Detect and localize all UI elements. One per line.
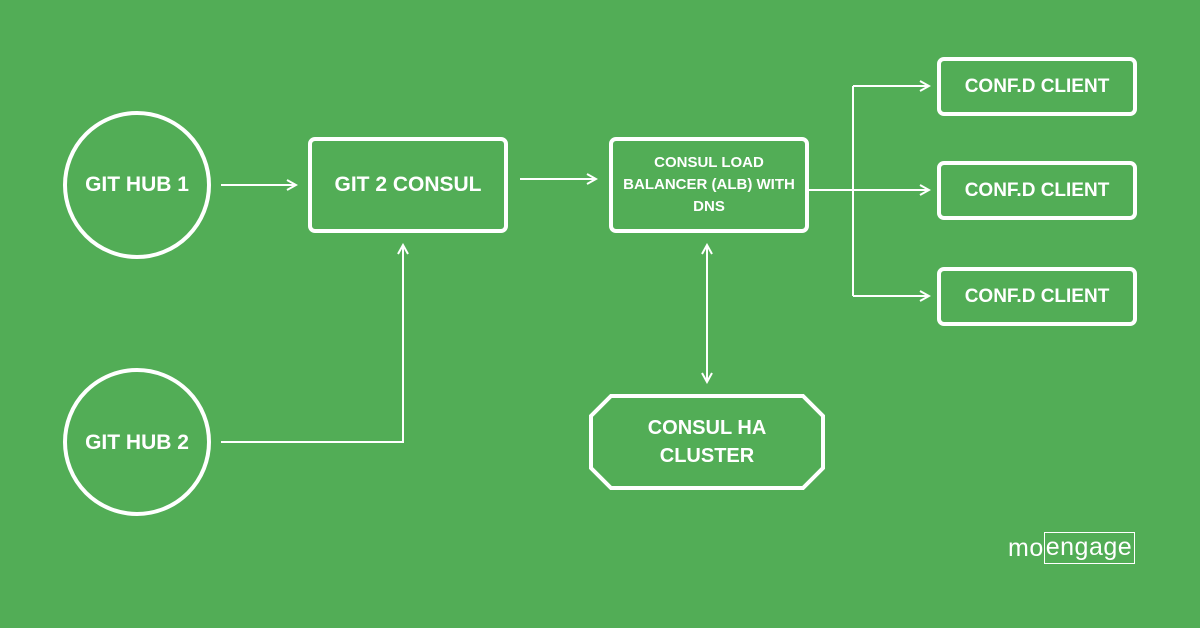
- confd-client-3-label: CONF.D CLIENT: [964, 285, 1110, 307]
- git-hub-2-label: GIT HUB 2: [85, 431, 189, 454]
- consul-ha-cluster-node: [589, 394, 825, 490]
- consul-alb-label: CONSUL LOAD BALANCER (ALB) WITH DNS: [623, 154, 795, 215]
- confd-client-2-label: CONF.D CLIENT: [964, 179, 1110, 201]
- confd-client-3-node: [937, 267, 1137, 326]
- git-2-consul-node: [308, 137, 508, 233]
- git-hub-2-node: [63, 368, 211, 516]
- git-2-consul-label: GIT 2 CONSUL: [334, 173, 482, 196]
- git-hub-1-label: GIT HUB 1: [85, 173, 189, 196]
- logo-text-engage: engage: [1043, 532, 1136, 564]
- git-hub-1-node: [63, 111, 211, 259]
- confd-client-2-node: [937, 161, 1137, 220]
- arrow-hub2-to-git2consul: [221, 245, 403, 443]
- confd-client-1-node: [937, 57, 1137, 116]
- confd-client-1-label: CONF.D CLIENT: [964, 75, 1110, 97]
- consul-alb-node: [609, 137, 809, 233]
- logo-text-mo: mo: [1008, 533, 1044, 562]
- consul-ha-cluster-label: CONSUL HA CLUSTER: [647, 417, 767, 467]
